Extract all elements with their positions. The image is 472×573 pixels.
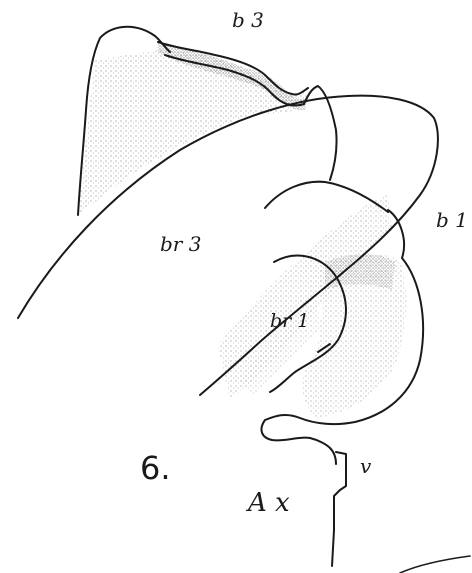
label-b1: b 1 xyxy=(436,210,468,230)
b3-lobe-stipple xyxy=(78,50,310,215)
label-br3: br 3 xyxy=(160,234,201,254)
label-br1: br 1 xyxy=(270,312,309,331)
figure-number: 6. xyxy=(140,452,171,484)
body-stem xyxy=(310,438,336,464)
label-ax: A x xyxy=(248,490,290,516)
label-v: v xyxy=(360,456,371,476)
bottom-fragment xyxy=(400,556,470,573)
label-b3: b 3 xyxy=(232,10,264,30)
ax-line xyxy=(332,452,346,566)
